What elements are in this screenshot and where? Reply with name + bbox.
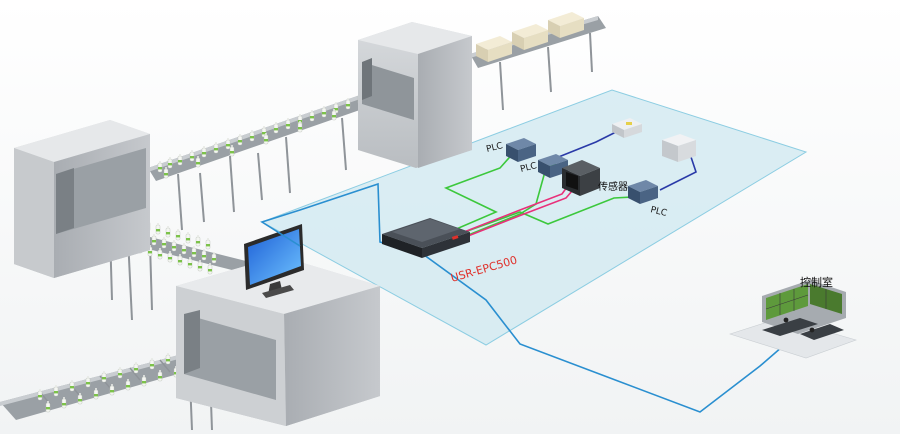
control-room-icon <box>729 280 857 359</box>
plc-icon <box>506 138 536 162</box>
device-icon <box>662 134 696 162</box>
machine-left <box>14 120 150 278</box>
plc-label-2: PLC <box>519 161 538 175</box>
plc-label-1: PLC <box>485 141 504 155</box>
box-icon <box>476 12 584 62</box>
sensor-icon <box>562 160 600 196</box>
plc-icon <box>628 180 658 204</box>
device-icon <box>612 118 642 138</box>
sensor-label: 传感器 <box>598 180 628 193</box>
monitor-icon <box>244 224 304 298</box>
gateway-icon <box>382 218 470 258</box>
infeed-conveyor <box>0 352 213 431</box>
control-room-label: 控制室 <box>800 275 833 289</box>
plc-label-3: PLC <box>649 205 668 219</box>
machine-front <box>176 256 380 426</box>
network-lines <box>260 131 791 413</box>
machine-top <box>358 22 472 168</box>
